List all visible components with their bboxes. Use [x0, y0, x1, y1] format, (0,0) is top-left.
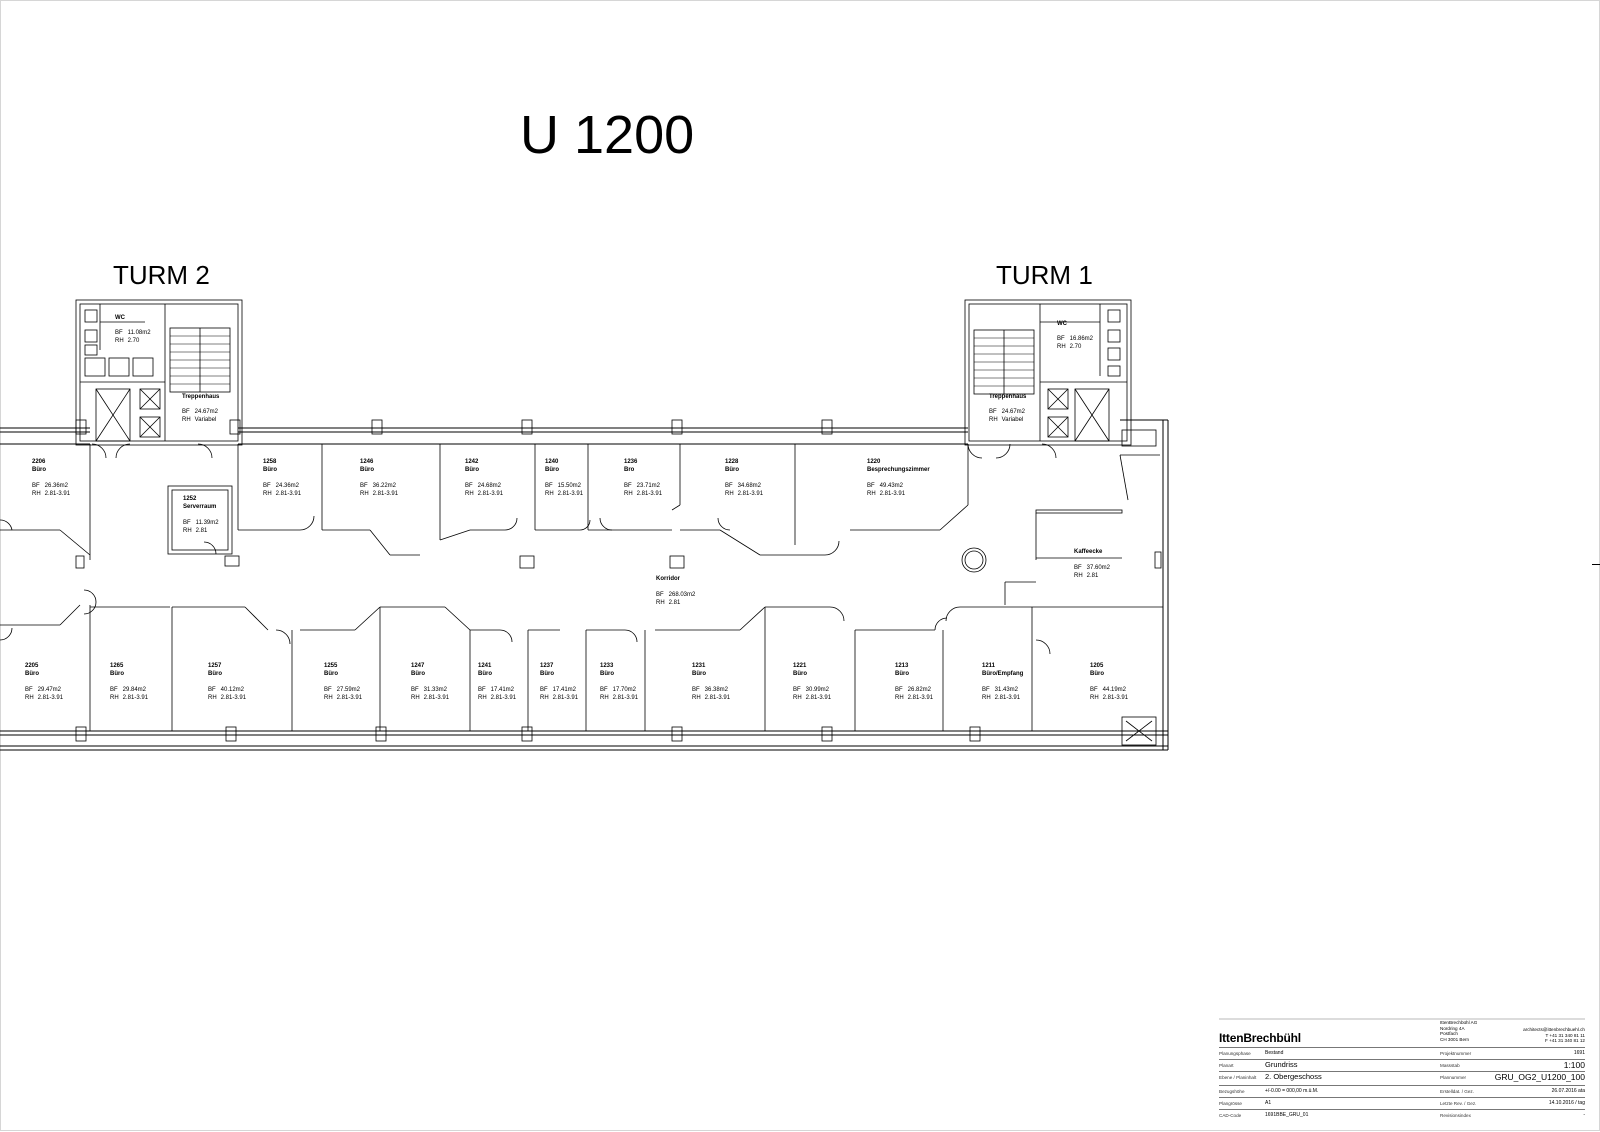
room-label-treppenhaus-turm-1: Treppenhaus BF 24.67m2 RH Variabel — [989, 394, 1027, 423]
title-block: IttenBrechbühl IttenBrechbühl AG Nordrin… — [1219, 1020, 1585, 1132]
company-address: IttenBrechbühl AG Nordring 4A Postfach C… — [1440, 1020, 1478, 1042]
room-label-treppenhaus-turm-2: Treppenhaus BF 24.67m2 RH Variabel — [182, 394, 220, 423]
corridor-features — [75, 454, 1162, 605]
room-label-wc-turm-1: WC BF 16.86m2 RH 2.70 — [1057, 321, 1094, 350]
exterior-walls — [0, 419, 1169, 751]
company-logo: IttenBrechbühl — [1219, 1031, 1301, 1045]
room-label-korridor: Korridor BF 268.03m2 RH 2.81 — [656, 576, 696, 606]
title-row-bezugshoehe: Bezugshöhe+/-0.00 = 000,00 m.ü.M. Erstel… — [1219, 1085, 1585, 1098]
tower-1-core — [964, 299, 1157, 459]
room-label-kaffeecke: Kaffeecke BF 37.60m2 RH 2.81 — [1074, 549, 1111, 579]
north-office-partitions — [0, 444, 969, 560]
company-contact: architects@ittenbrechbuehl.ch T +41 31 3… — [1523, 1027, 1585, 1044]
structural-columns — [75, 419, 981, 742]
serverraum-walls — [167, 485, 240, 567]
tower-1-label: TURM 1 — [996, 260, 1093, 290]
south-office-partitions — [0, 589, 1163, 746]
sheet-title: U 1200 — [520, 105, 695, 165]
room-label-wc-turm-2: WC BF 11.08m2 RH 2.70 — [115, 315, 151, 344]
sheet-edge-mark — [1592, 564, 1600, 565]
tower-2-label: TURM 2 — [113, 260, 210, 290]
tower-2-core — [75, 299, 243, 459]
